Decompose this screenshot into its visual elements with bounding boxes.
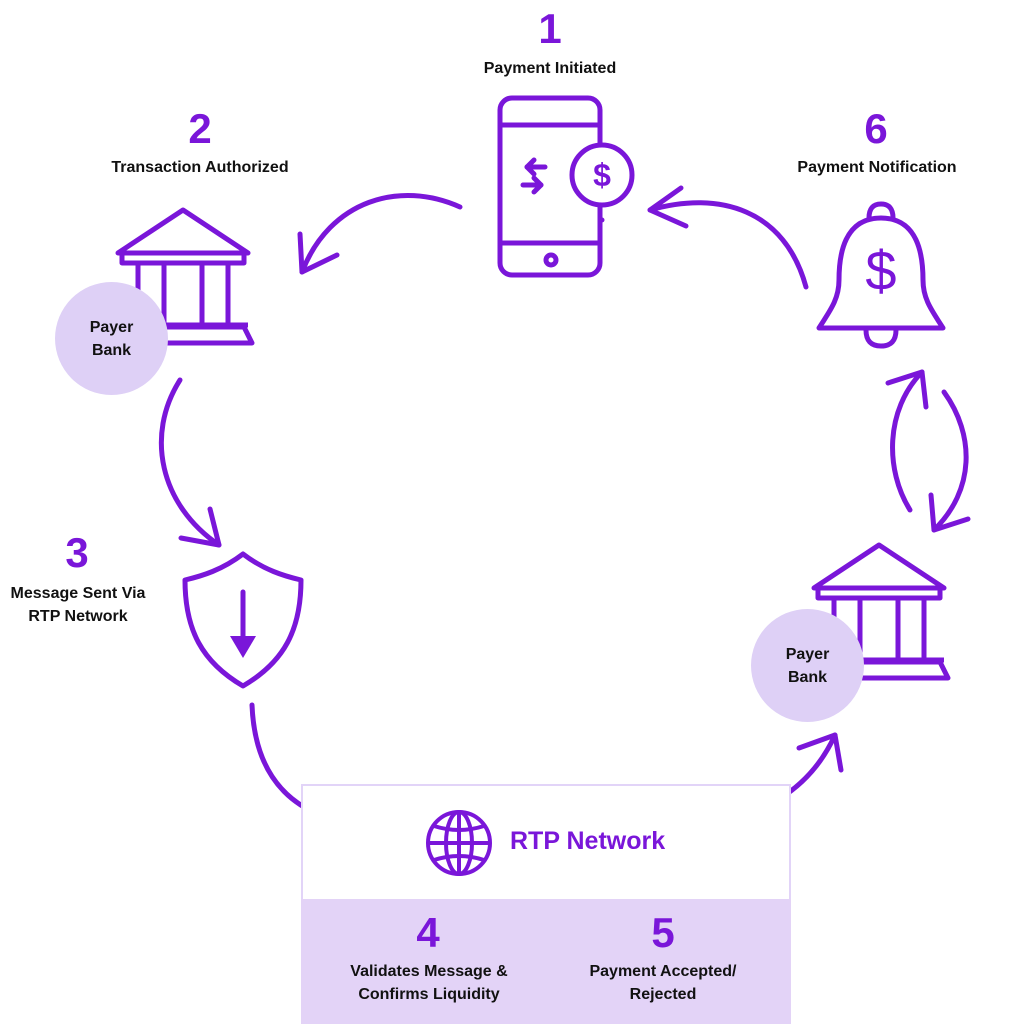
dollar-bell-icon: $ (816, 201, 946, 349)
step-2-label: Transaction Authorized (111, 159, 289, 176)
svg-text:$: $ (593, 157, 611, 193)
arrow-bell-to-bank (931, 389, 969, 533)
step-6-number: 6 (864, 105, 888, 152)
step-5-label: Payment Accepted/ Rejected (589, 963, 737, 1003)
arrow-bank-to-bell (890, 369, 925, 513)
rtp-network-title: RTP Network (510, 827, 666, 855)
step-6-label: Payment Notification (797, 159, 957, 176)
payer-bank-left-label: Payer Bank (55, 282, 168, 395)
arrow-2-to-3 (158, 377, 222, 548)
step-4-number: 4 (416, 909, 440, 956)
step-3-number: 3 (65, 529, 89, 576)
mobile-payment-icon: $ (497, 95, 635, 278)
svg-text:$: $ (865, 239, 896, 302)
shield-download-icon (182, 551, 304, 689)
arrow-1-to-2 (299, 193, 463, 275)
rtp-network-box (301, 784, 791, 899)
step-1-number: 1 (538, 5, 562, 52)
step-1-label: Payment Initiated (483, 60, 617, 77)
arrow-6-to-1 (647, 200, 809, 290)
payer-bank-right-label: Payer Bank (751, 609, 864, 722)
rtp-network-steps-panel (301, 899, 791, 1024)
step-2-number: 2 (188, 105, 212, 152)
step-5-number: 5 (651, 909, 675, 956)
globe-icon (426, 810, 492, 876)
step-3-label: Message Sent Via RTP Network (10, 585, 146, 625)
step-4-label: Validates Message & Confirms Liquidity (350, 963, 508, 1003)
